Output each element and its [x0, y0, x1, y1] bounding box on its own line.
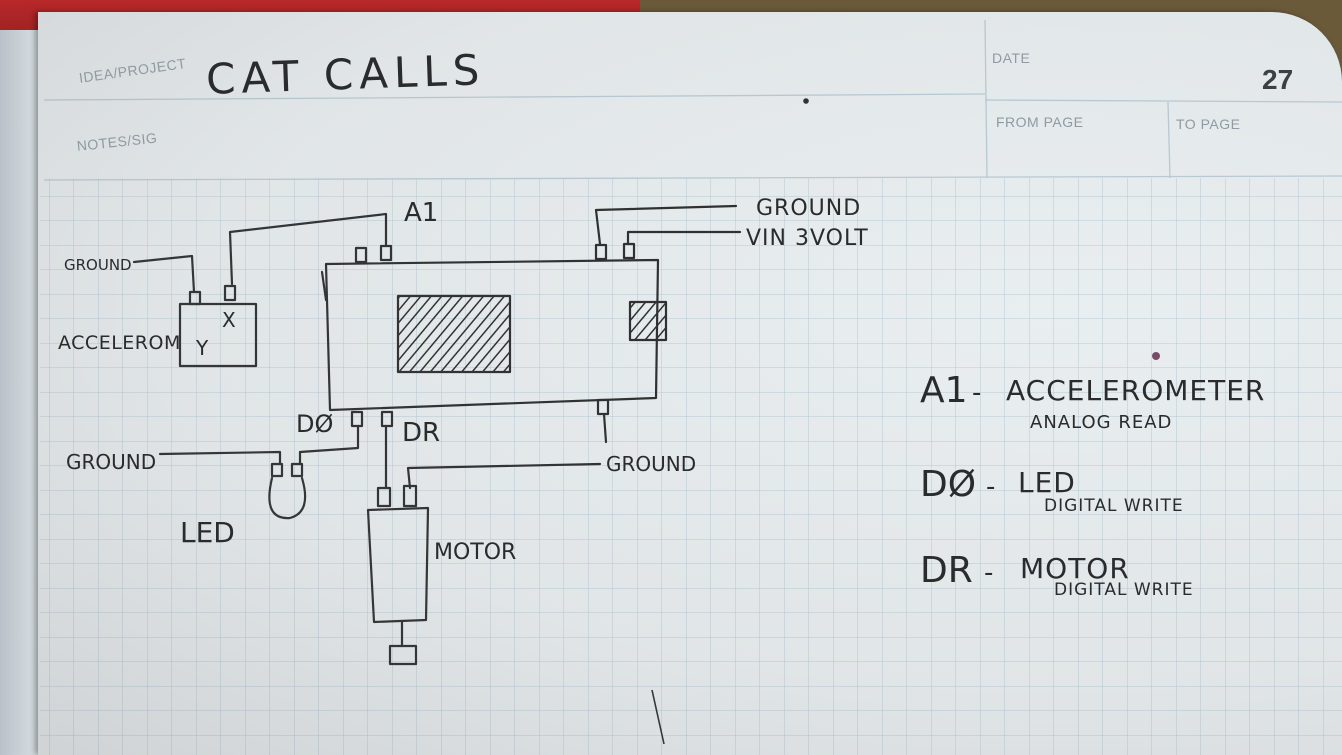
label-a1-pin: A1 [404, 198, 439, 228]
label-ground-top: GROUND [756, 196, 862, 221]
label-led: LED [180, 516, 235, 549]
side-connector [628, 300, 668, 342]
led-pin-2 [290, 462, 304, 478]
legend-a1-name: ACCELEROMETER [1006, 374, 1266, 407]
legend-a1-mode: ANALOG READ [1030, 412, 1173, 433]
label-dr-pin: DR [402, 418, 441, 448]
project-title: CAT CALLS [205, 45, 487, 104]
wire-vin [626, 230, 742, 246]
wire-led-ground [158, 450, 282, 466]
legend-dr-key: DR [920, 550, 973, 591]
wire-d0 [298, 424, 360, 466]
label-motor: MOTOR [434, 540, 517, 565]
from-page-label: FROM PAGE [996, 114, 1084, 130]
legend-dr-name: MOTOR [1020, 552, 1130, 585]
stray-marks [651, 98, 1160, 745]
microcontroller-chip [396, 294, 512, 374]
label-ground-motor: GROUND [606, 452, 697, 476]
led-pin-1 [270, 462, 284, 478]
wire-ground-top [594, 204, 738, 246]
pin-header-3 [594, 243, 608, 261]
date-label: DATE [992, 50, 1031, 66]
legend-d0-key: DØ [920, 464, 977, 505]
grid-paper [40, 178, 1342, 755]
label-axis-y: Y [196, 336, 209, 360]
legend-d0-mode: DIGITAL WRITE [1044, 496, 1184, 516]
wire-acc-ground [132, 254, 196, 294]
wire-board-ground [602, 412, 608, 444]
motor-pin-1 [376, 486, 392, 508]
pin-header-1 [354, 246, 368, 264]
label-ground-accelerometer: GROUND [64, 256, 132, 274]
wire-a1 [228, 212, 388, 286]
legend-dr-mode: DIGITAL WRITE [1054, 580, 1194, 600]
to-page-label: TO PAGE [1176, 116, 1241, 132]
legend-a1-key: A1 [920, 370, 968, 411]
motor-pin-2 [402, 484, 418, 508]
motor-body [366, 506, 430, 624]
circuit-sketch [132, 204, 742, 666]
legend-a1-dash: - [972, 378, 982, 408]
legend-d0-dash: - [986, 472, 996, 502]
wire-motor-ground [406, 462, 602, 490]
motor-shaft-end [388, 644, 418, 666]
legend-d0-name: LED [1018, 466, 1076, 499]
label-ground-led: GROUND [66, 450, 157, 474]
page-number: 27 [1262, 64, 1294, 95]
led-body [268, 476, 307, 520]
label-d0-pin: DØ [296, 410, 334, 438]
header-rules [43, 19, 1342, 181]
acc-pin-x [223, 284, 237, 302]
arduino-board [324, 258, 660, 412]
accelerometer-body [178, 302, 258, 368]
label-vin: VIN 3VOLT [746, 226, 869, 251]
label-accelerometer: ACCELEROM [58, 332, 181, 354]
legend-dr-dash: - [984, 558, 994, 588]
board-left-edge [320, 270, 328, 302]
label-axis-x: X [222, 308, 236, 332]
